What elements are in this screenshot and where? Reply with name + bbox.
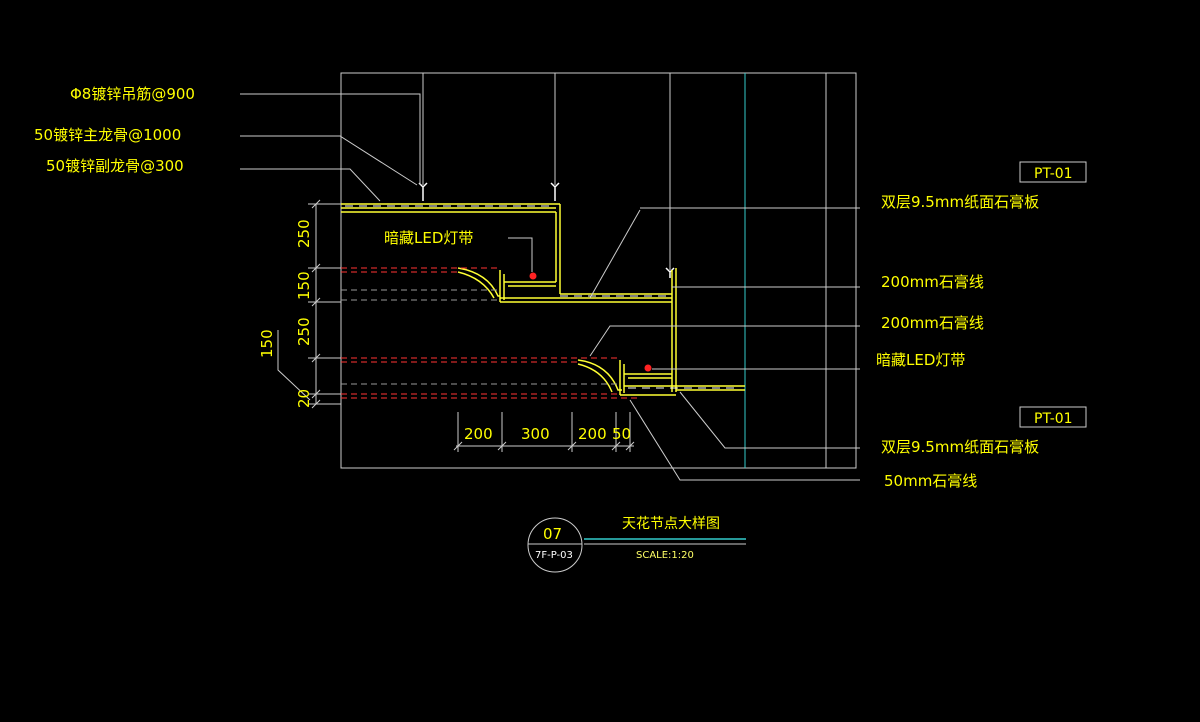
pt-tag-top: PT-01 <box>1034 166 1073 182</box>
led-label-left: 暗藏LED灯带 <box>384 229 473 247</box>
dim-h-1: 300 <box>521 425 550 443</box>
gypsum-line-50-label: 50mm石膏线 <box>884 472 977 490</box>
title-scale: SCALE:1:20 <box>636 550 694 561</box>
dim-v-0: 250 <box>295 219 313 248</box>
gypsum-board-bottom-label: 双层9.5mm纸面石膏板 <box>881 438 1039 456</box>
hanger-rods <box>422 73 671 270</box>
gypsum-board-top-label: 双层9.5mm纸面石膏板 <box>881 193 1039 211</box>
led-label-right: 暗藏LED灯带 <box>876 351 965 369</box>
vertical-dimension-chain <box>277 199 341 409</box>
hanger-label: Φ8镀锌吊筋@900 <box>70 85 195 103</box>
dim-h-0: 200 <box>464 425 493 443</box>
gypsum-line-200-a-label: 200mm石膏线 <box>881 273 984 291</box>
horizontal-dimension-chain <box>453 412 635 452</box>
drawing-frame <box>340 72 857 469</box>
board-dashes <box>345 205 740 389</box>
title-text: 天花节点大样图 <box>622 516 720 532</box>
hidden-lines <box>341 267 640 399</box>
title-sheet: 7F-P-03 <box>535 550 573 561</box>
sub-keel-label: 50镀锌副龙骨@300 <box>46 157 184 175</box>
main-keel-label: 50镀锌主龙骨@1000 <box>34 126 181 144</box>
title-number: 07 <box>543 525 562 543</box>
title-circle <box>527 517 583 573</box>
led-dot-lower <box>644 364 652 372</box>
gypsum-line-200-b-label: 200mm石膏线 <box>881 314 984 332</box>
dim-h-2: 200 <box>578 425 607 443</box>
dim-h-3: 50 <box>612 425 631 443</box>
dim-v-outer: 150 <box>258 329 276 358</box>
dim-v-3: 20 <box>295 389 313 408</box>
pt-tag-top-box <box>1019 161 1087 183</box>
grey-dashes <box>341 289 620 385</box>
dim-v-1: 150 <box>295 271 313 300</box>
dim-v-2: 250 <box>295 317 313 346</box>
leader-lines <box>240 93 860 481</box>
title-block: 07 7F-P-03 天花节点大样图 SCALE:1:20 <box>527 516 746 573</box>
ceiling-section <box>341 203 745 396</box>
pt-tag-bottom-box <box>1019 406 1087 428</box>
led-dot-upper <box>529 272 537 280</box>
pt-tag-bottom: PT-01 <box>1034 411 1073 427</box>
